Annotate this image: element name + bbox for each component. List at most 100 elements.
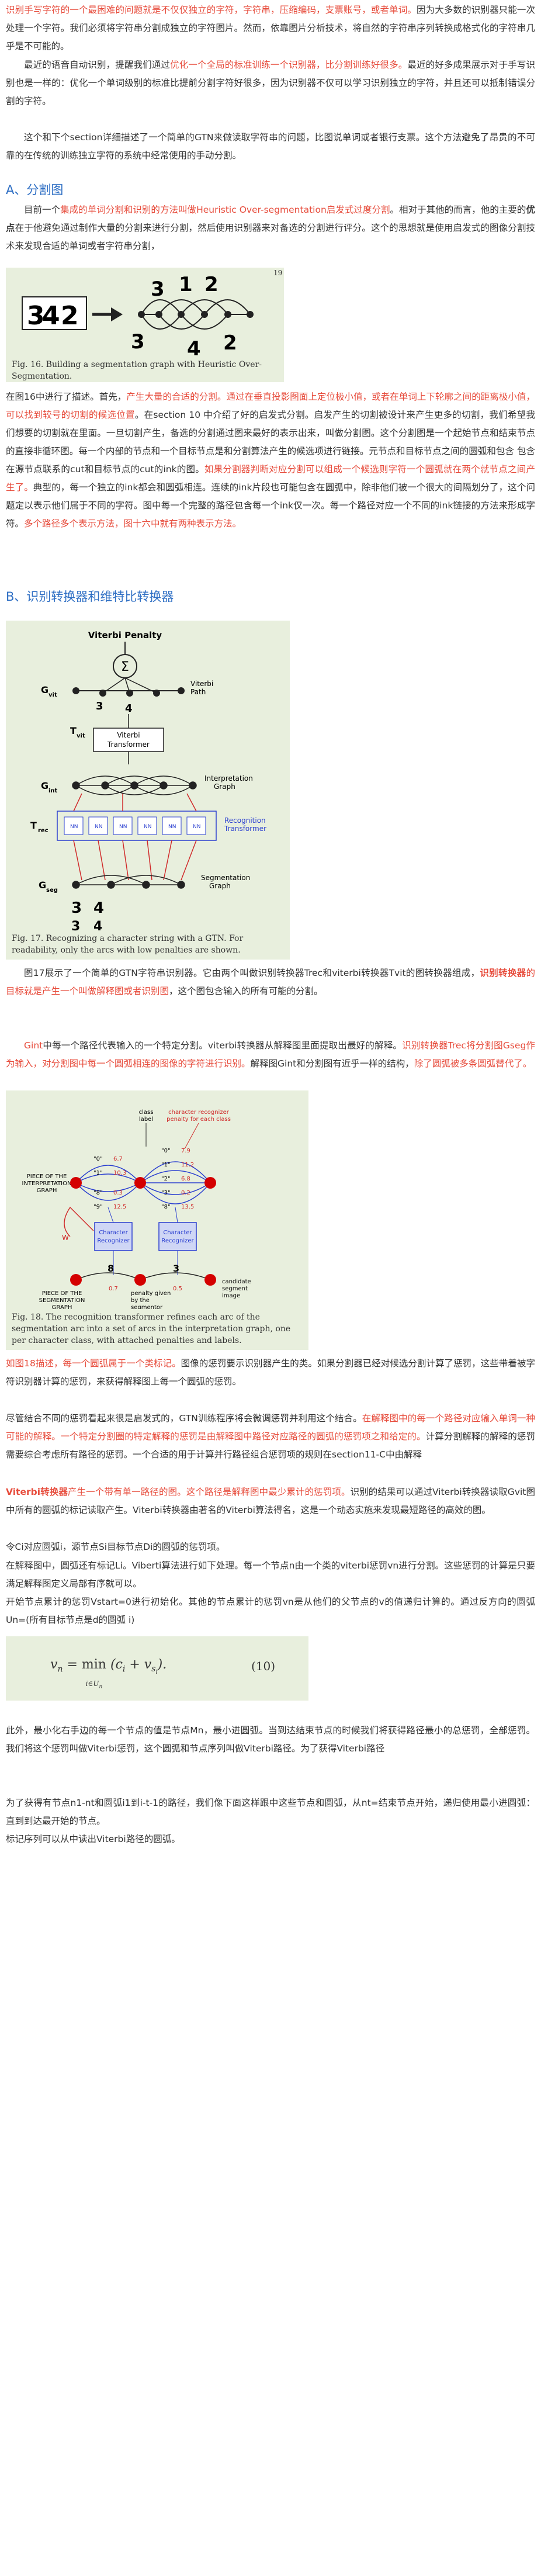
paragraph-class-label: 如图18描述，每一个圆弧属于一个类标记。图像的惩罚要示识别器产生的类。如果分割器… xyxy=(6,1355,535,1391)
trec-label: T xyxy=(30,820,37,831)
bold-text: 优点 xyxy=(6,205,535,233)
figure-18: class label character recognizer penalty… xyxy=(6,1090,535,1350)
paragraph-label-sequence: 标记序列可以从中读出Viterbi路径的圆弧。 xyxy=(6,1830,535,1848)
gint-sub: int xyxy=(48,788,58,794)
svg-text:image: image xyxy=(222,1293,240,1299)
seg-penalty: 0.7 xyxy=(109,1286,118,1292)
graph-arcs xyxy=(141,299,251,330)
svg-text:3: 3 xyxy=(173,1263,179,1274)
svg-text:4: 4 xyxy=(125,702,133,715)
figure-17: Viterbi Penalty Σ 3 4 G vit Viterbi Path xyxy=(6,621,535,960)
svg-text:NN: NN xyxy=(70,824,78,830)
viterbi-penalty-label: Viterbi Penalty xyxy=(88,630,162,640)
svg-text:NN: NN xyxy=(168,824,176,830)
class-label-text: class xyxy=(139,1109,154,1116)
paragraph-initialization: 开始节点累计的惩罚Vstart=0进行初始化。其他的节点累计的惩罚vn是从他们的… xyxy=(6,1593,535,1629)
body-text: 目前一个 xyxy=(24,205,61,215)
body-text: 解释图Gint和分割图有近乎一样的结构， xyxy=(250,1058,414,1069)
segmentation-graph-diagram: 3 4 2 xyxy=(22,273,254,361)
paragraph-speech: 最近的语音自动识别，提醒我们通过优化一个全局的标准训练一个识别器，比分割训练好很… xyxy=(6,56,535,110)
piece-interp-label: PIECE OF THE xyxy=(27,1173,67,1180)
arrow-head xyxy=(111,307,123,321)
paragraph-recognition-transformer: 图17展示了一个简单的GTN字符串识别器。它由两个叫做识别转换器Trec和vit… xyxy=(6,964,535,1000)
svg-text:6.8: 6.8 xyxy=(181,1176,190,1182)
gseg-label: G xyxy=(39,880,46,891)
paragraph-heuristic: 目前一个集成的单词分割和识别的方法叫做Heuristic Over-segmen… xyxy=(6,201,535,255)
highlight-text: 识别转换器 xyxy=(480,968,526,978)
svg-text:Viterbi: Viterbi xyxy=(117,731,140,739)
svg-text:penalty for each class: penalty for each class xyxy=(167,1116,231,1123)
svg-text:8: 8 xyxy=(107,1263,114,1274)
paragraph-arc-penalty: 令Ci对应圆弧i，源节点Si目标节点Di的圆弧的惩罚项。 xyxy=(6,1538,535,1556)
svg-text:GRAPH: GRAPH xyxy=(37,1187,57,1194)
segment-char: 2 xyxy=(204,273,219,296)
gint-label: G xyxy=(41,780,48,791)
body-text: 在图16中进行了描述。首先， xyxy=(6,392,127,402)
penalty-note: character recognizer xyxy=(168,1109,230,1116)
body-text: 最近的语音自动识别，提醒我们通过 xyxy=(24,60,171,70)
svg-text:NN: NN xyxy=(119,824,127,830)
segment-char: 3 xyxy=(151,278,165,301)
tvit-label: T xyxy=(70,725,77,736)
svg-text:6.7: 6.7 xyxy=(113,1156,123,1162)
figure-page-number: 19 xyxy=(273,269,283,277)
svg-text:3: 3 xyxy=(96,700,103,712)
char-recognizer-box xyxy=(158,1222,197,1251)
left-arc-labels: "0" 6.7 "1" 10.3 "8" 0.3 "9" 12.5 xyxy=(93,1156,126,1210)
paragraph-gtn: 这个和下个section详细描述了一个简单的GTN来做读取字符串的问题，比图说单… xyxy=(6,129,535,165)
svg-text:"0": "0" xyxy=(93,1156,103,1162)
highlight-text: 集成的单词分割和识别的方法叫做Heuristic Over-segmentati… xyxy=(60,205,390,215)
svg-text:"3": "3" xyxy=(161,1190,171,1196)
highlight-text: 在解释图中的每一个路径对应输入单词一种可能的解释。一个特定分割圈的特定解释的惩罚… xyxy=(6,1413,535,1442)
trec-sub: rec xyxy=(38,827,48,834)
svg-text:4: 4 xyxy=(93,919,102,934)
paragraph-segmentation-graph: 在图16中进行了描述。首先，产生大量的合适的分割。通过在垂直投影图面上定位极小值… xyxy=(6,388,535,533)
body-text: 为了获得有节点n1-nt和圆弧i1到i-t-1的路径，我们像下面这样跟中这些节点… xyxy=(6,1798,535,1826)
svg-text:segment: segment xyxy=(222,1286,248,1292)
highlight-text: 多个路径多个表示方法，图十六中就有两种表示方法。 xyxy=(24,518,242,529)
recognition-transformer-box xyxy=(57,811,217,841)
svg-text:13.5: 13.5 xyxy=(181,1204,194,1210)
svg-text:NN: NN xyxy=(144,824,151,830)
segment-char: 4 xyxy=(187,337,201,361)
svg-text:Graph: Graph xyxy=(214,783,235,791)
highlight-text: 通过在垂直投影图面上定位极小值，或者在单词上下轮廓之间的距离极小值，可以找到较号… xyxy=(6,392,535,420)
svg-text:7.9: 7.9 xyxy=(181,1148,190,1154)
paragraph-min-arc: 此外，最小化右手边的每一个节点的值是节点Mn，最小进圆弧。当到达结束节点的时候我… xyxy=(6,1722,535,1758)
svg-text:"0": "0" xyxy=(161,1148,171,1154)
svg-text:10.3: 10.3 xyxy=(113,1170,126,1176)
segment-arrows xyxy=(73,793,197,881)
paragraph-backtrack: 为了获得有节点n1-nt和圆弧i1到i-t-1的路径，我们像下面这样跟中这些节点… xyxy=(6,1794,535,1830)
tvit-sub: vit xyxy=(77,733,85,739)
highlight-text: Viterbi转换器 xyxy=(6,1487,68,1497)
svg-text:4: 4 xyxy=(93,899,104,917)
segment-char: 1 xyxy=(179,273,193,296)
paragraph-viterbi-algorithm: 在解释图中，圆弧还有标记Li。Viberti算法进行如下处理。每一个节点n由一个… xyxy=(6,1557,535,1593)
svg-text:11.2: 11.2 xyxy=(181,1162,194,1168)
svg-text:NN: NN xyxy=(95,824,102,830)
body-text: 在解释图中，圆弧还有标记Li。Viberti算法进行如下处理。每一个节点n由一个… xyxy=(6,1560,535,1589)
highlight-text: 产生一个带有单一路径的图。这个路径是解释图中最少累计的惩罚项。 xyxy=(67,1487,351,1497)
input-char: 3 xyxy=(27,301,45,331)
paragraph-intro: 识别手写字符的一个最困难的问题就是不仅仅独立的字符，字符串，压缩编码，支票账号，… xyxy=(6,1,535,56)
body-text: 这个的思想就是使用启发式的图像分割技术来发现合适的单词或者字符串分割， xyxy=(6,223,535,251)
svg-text:Recognition: Recognition xyxy=(224,816,266,825)
svg-text:"9": "9" xyxy=(93,1204,103,1210)
svg-text:Segmentation: Segmentation xyxy=(201,874,250,882)
body-text: 中每一个路径代表输入的一个特定分割。viterbi转换器从解释图里面提取出最好的… xyxy=(43,1040,403,1051)
highlight-text: 的目标就是产生一个叫做解释图或者识别图 xyxy=(6,968,535,996)
svg-text:GRAPH: GRAPH xyxy=(52,1304,72,1309)
graph-node xyxy=(204,1177,216,1189)
graph-node xyxy=(70,1177,82,1189)
body-text: 最近的好多成果展示对于手写识别也是一样的：优化一个单词级别的标准比提前分割字符好… xyxy=(6,60,535,106)
segment-char: 2 xyxy=(223,331,237,355)
svg-text:candidate: candidate xyxy=(222,1279,251,1285)
svg-text:3: 3 xyxy=(71,899,82,917)
figure-16-caption: Fig. 16. Building a segmentation graph w… xyxy=(12,360,262,381)
figure-17-caption: Fig. 17. Recognizing a character string … xyxy=(12,934,244,955)
svg-text:Recognizer: Recognizer xyxy=(161,1238,194,1244)
svg-text:label: label xyxy=(139,1116,153,1123)
viterbi-path-graph: 3 4 xyxy=(72,677,185,715)
svg-text:0.3: 0.3 xyxy=(113,1190,123,1196)
